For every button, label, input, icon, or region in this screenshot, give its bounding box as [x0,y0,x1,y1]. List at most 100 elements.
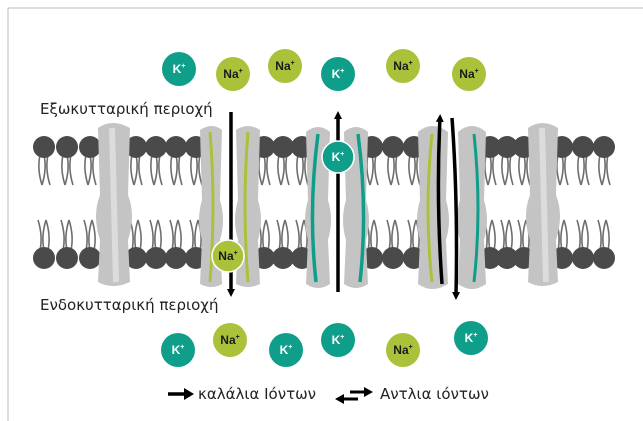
lipid-tail [557,155,560,185]
lipid-tail [522,155,525,185]
lipid-tail [493,155,496,185]
lipid-tail [374,220,377,250]
ion-charge: + [340,334,344,341]
lipid-tail [606,220,609,250]
lipid-tail [560,155,563,185]
lipid-tail [151,155,154,185]
lipid-tail [92,220,95,250]
lipid-tail [282,220,285,250]
lipid-tail [190,220,193,250]
lipid-tail [602,155,605,185]
lipid-tail [84,220,87,250]
lipid-tail [70,155,73,185]
protein-plain-right [526,123,560,286]
lipid-tail [154,155,157,185]
lipid-tail [388,155,391,185]
lipid-tail [138,220,141,250]
lipid-tail [396,155,399,185]
ion-charge: + [475,68,479,75]
lipid-tail [488,155,491,185]
ion-k: K+ [454,321,488,355]
lipid-head [572,247,594,269]
lipid-tail [286,155,289,185]
lipid-tail [150,220,153,250]
ion-k: K+ [321,57,355,91]
lipid-tail [297,155,300,185]
ion-charge: + [473,332,477,339]
ion-charge: + [180,344,184,351]
lipid-tail [43,220,46,250]
lipid-head [56,136,78,158]
lipid-tail [296,220,299,250]
lipid-tail [170,220,173,250]
lipid-tail [267,155,270,185]
lipid-tail [519,155,522,185]
lipid-tail [134,155,137,185]
lipid-tail [581,155,584,185]
lipid-tail [492,220,495,250]
ion-charge: + [409,60,413,67]
ion-symbol: K [332,150,341,164]
lipid-tail [489,220,492,250]
ion-symbol: K [172,343,181,357]
lipid-tail [506,220,509,250]
lipid-tail [603,220,606,250]
lipid-tail [518,220,521,250]
lipid-tail [510,155,513,185]
legend-channels-label: καλάλια Ιόντων [198,385,316,403]
ion-na: Na+ [216,57,250,91]
ion-k: K+ [162,52,196,86]
lipid-tail [88,155,91,185]
lipid-tail [565,155,568,185]
ion-charge: + [291,60,295,67]
lipid-tail [577,220,580,250]
lipid-tail [175,220,178,250]
ion-charge: + [239,68,243,75]
lipid-tail [194,155,197,185]
ion-pump [417,126,487,289]
lipid-head [572,136,594,158]
ion-symbol: Na [459,67,475,81]
lipid-tail [69,220,72,250]
lipid-tail [65,155,68,185]
ion-symbol: Na [223,67,239,81]
lipid-tail [523,220,526,250]
lipid-tail [278,155,281,185]
lipid-head [593,136,615,158]
lipid-tail [179,155,182,185]
lipid-tail [300,155,303,185]
lipid-tail [367,155,370,185]
lipid-tail [266,220,269,250]
lipid-head [79,247,101,269]
ion-na: Na+ [386,333,420,367]
lipid-tail [259,155,262,185]
ion-symbol: K [332,67,341,81]
lipid-head [382,247,404,269]
legend: καλάλια Ιόντων Αντλια ιόντων [168,385,489,404]
lipid-tail [564,220,567,250]
ion-na: Na+ [268,49,302,83]
lipid-head [56,247,78,269]
ion-symbol: Na [393,343,409,357]
lipid-tail [509,220,512,250]
lipid-tail [502,155,505,185]
double-arrow-icon [335,387,373,404]
lipid-tail [47,155,50,185]
ion-symbol: Na [220,333,236,347]
lipid-head [165,247,187,269]
ion-symbol: K [173,62,182,76]
lipid-tail [370,155,373,185]
lipid-tail [38,220,41,250]
ion-charge: + [340,68,344,75]
ion-charge: + [409,344,413,351]
ion-charge: + [181,63,185,70]
lipid-tail [585,220,588,250]
lipid-head [145,247,167,269]
lipid-tail [93,155,96,185]
lipid-tail [409,155,412,185]
ion-symbol: Na [275,59,291,73]
lipid-tail [171,155,174,185]
lipid-head [33,136,55,158]
ion-k: K+ [321,323,355,357]
lipid-tail [301,220,304,250]
